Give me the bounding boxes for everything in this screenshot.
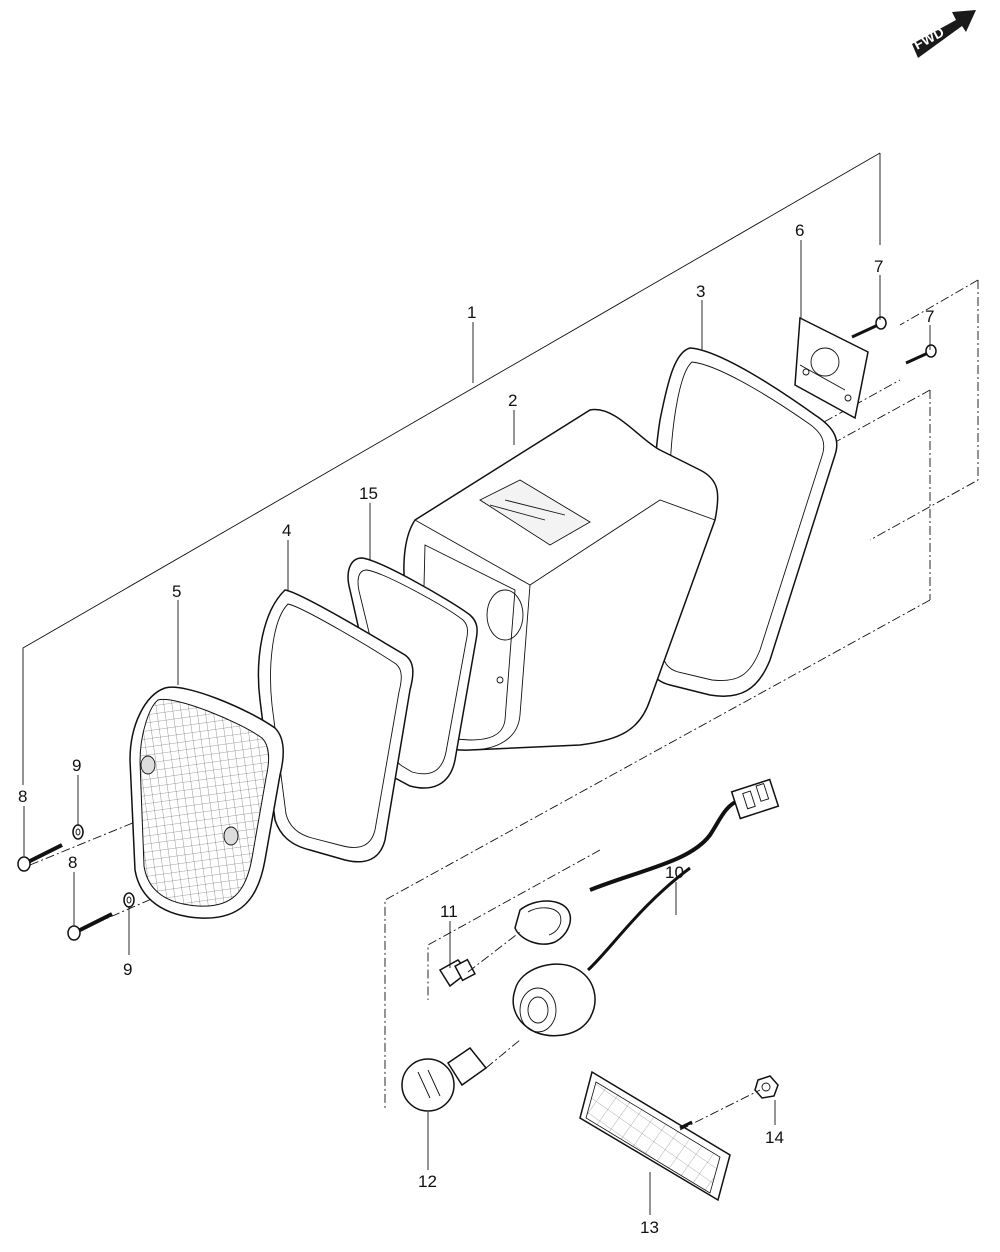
- dashed-group-outline-upper: [869, 280, 979, 541]
- lamp-housing: [403, 408, 719, 751]
- callout-5: 5: [172, 582, 181, 601]
- callout-13: 13: [640, 1218, 659, 1237]
- callout-3: 3: [696, 282, 705, 301]
- callout-1: 1: [467, 303, 476, 322]
- screw-7b: [905, 344, 937, 365]
- callout-labels: 1 2 3 4 5 6 7 7 8 8 9 9 10 11 12 13 14 1…: [18, 221, 934, 1237]
- callout-2: 2: [508, 391, 517, 410]
- tail-lens: [129, 686, 285, 919]
- assembly-bracket: [22, 152, 881, 785]
- callout-4: 4: [282, 521, 291, 540]
- callout-9b: 9: [123, 960, 132, 979]
- lens-gasket: [257, 589, 414, 863]
- screw-8a: [17, 843, 63, 872]
- callout-12: 12: [418, 1172, 437, 1191]
- callout-10: 10: [665, 863, 684, 882]
- nut: [754, 1075, 779, 1099]
- leader-lines: [23, 240, 931, 1215]
- reflector: [579, 1070, 731, 1202]
- callout-8b: 8: [68, 853, 77, 872]
- callout-8a: 8: [18, 787, 27, 806]
- washer-9b: [123, 892, 135, 908]
- callout-15: 15: [359, 484, 378, 503]
- wiring-harness: [514, 778, 780, 972]
- callout-11: 11: [440, 902, 458, 921]
- callout-7b: 7: [925, 307, 934, 326]
- callout-7a: 7: [874, 257, 883, 276]
- screw-8b: [67, 912, 113, 941]
- rear-gasket: [648, 347, 838, 697]
- small-bulb: [438, 958, 476, 988]
- large-bulb: [401, 1046, 488, 1112]
- washer-9a: [72, 824, 84, 840]
- screw-7a: [851, 316, 887, 339]
- callout-9a: 9: [72, 756, 81, 775]
- bulb-socket: [512, 963, 596, 1037]
- callout-6: 6: [795, 221, 804, 240]
- fwd-arrow-icon: FWD: [911, 10, 976, 58]
- callout-14: 14: [765, 1128, 784, 1147]
- bracket-plate: [794, 316, 869, 420]
- dashed-group-outline-lower: [384, 599, 931, 1110]
